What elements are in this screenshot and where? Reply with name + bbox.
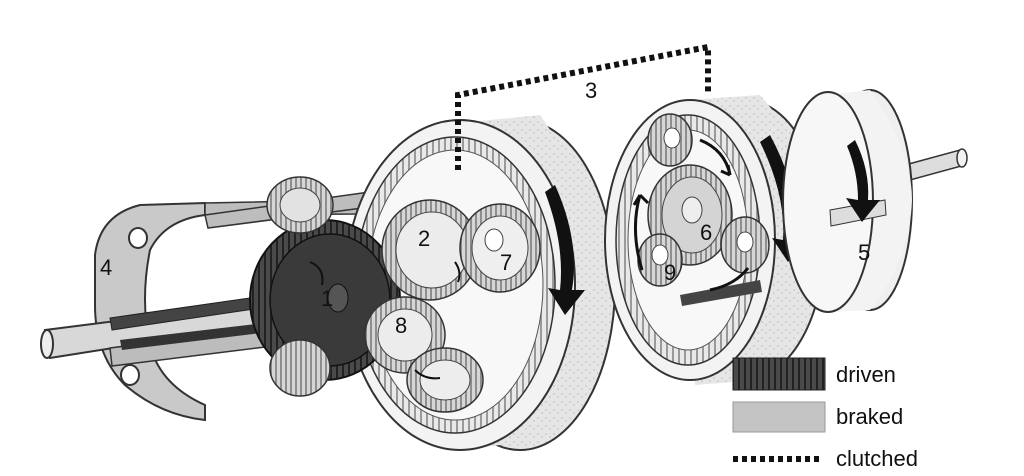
legend-swatch-driven — [732, 357, 826, 391]
legend-label-braked: braked — [836, 404, 903, 429]
label-6: 6 — [700, 220, 712, 245]
label-5: 5 — [858, 240, 870, 265]
label-8: 8 — [395, 313, 407, 338]
legend-label-clutched: clutched — [836, 446, 918, 471]
right-rotation-arrows — [632, 138, 750, 292]
rotation-arrow-output — [846, 140, 880, 222]
planet-shafts-right — [680, 280, 762, 306]
planet-gear-9 — [637, 233, 683, 287]
legend-swatch-braked — [732, 401, 826, 433]
planet-gear-upper — [266, 176, 334, 234]
label-9: 9 — [664, 260, 676, 285]
legend: driven braked clutched — [732, 357, 918, 471]
label-7: 7 — [500, 250, 512, 275]
planet-gear-lower — [406, 347, 484, 413]
clutch-link-line — [455, 43, 711, 170]
planet-gear-7 — [459, 203, 541, 293]
label-3: 3 — [585, 78, 597, 103]
planet-gear-2 — [381, 199, 479, 301]
label-2: 2 — [418, 226, 430, 251]
label-1: 1 — [321, 286, 333, 311]
planet-gear-left-lower — [269, 339, 331, 397]
rotation-arrow-ring-left — [545, 185, 585, 315]
small-rotation-arrows — [309, 261, 461, 380]
planet-gear-right-top — [647, 113, 693, 167]
legend-label-driven: driven — [836, 362, 896, 387]
planet-gear-right-lower — [720, 216, 770, 274]
label-4: 4 — [100, 255, 112, 280]
